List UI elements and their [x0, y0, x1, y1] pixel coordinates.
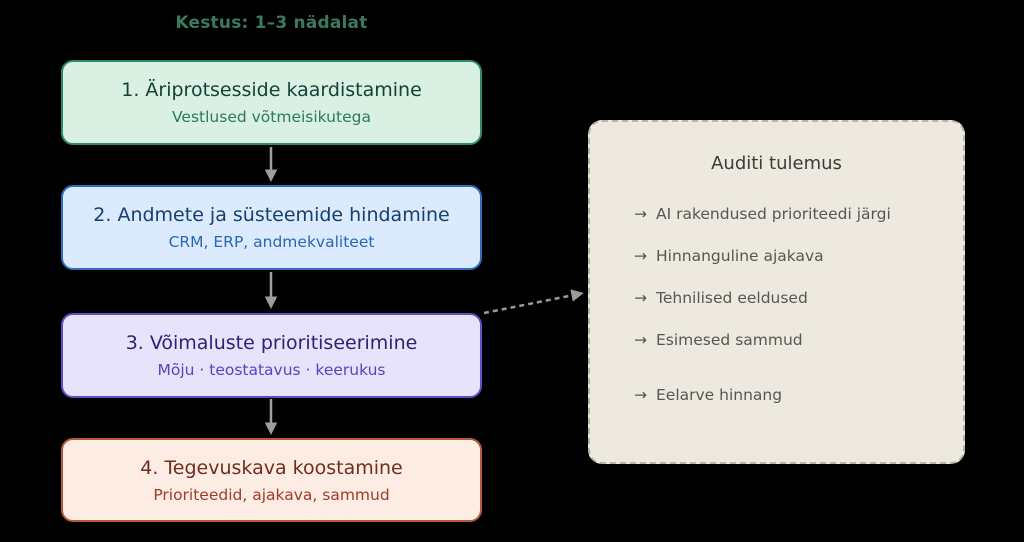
step-action-plan: 4. Tegevuskava koostamine Prioriteedid, … [61, 438, 482, 522]
step-subtitle: Prioriteedid, ajakava, sammud [153, 485, 390, 504]
connector-dashed-arrow [483, 289, 584, 315]
arrow-right-icon: → [634, 247, 647, 265]
step-title: 2. Andmete ja süsteemide hindamine [93, 204, 450, 226]
arrow-right-icon: → [634, 289, 647, 307]
step-business-process-mapping: 1. Äriprotsesside kaardistamine Vestluse… [61, 60, 482, 145]
list-item-label: Esimesed sammud [656, 331, 803, 349]
list-item: → Esimesed sammud [634, 328, 945, 352]
step-title: 4. Tegevuskava koostamine [140, 456, 403, 479]
step-title: 3. Võimaluste prioritiseerimine [125, 332, 418, 354]
list-item-label: AI rakendused prioriteedi järgi [656, 205, 891, 223]
audit-result-panel: Auditi tulemus → AI rakendused prioritee… [588, 120, 965, 464]
arrow-right-icon: → [634, 386, 647, 404]
list-item: → Hinnanguline ajakava [634, 244, 945, 268]
step-opportunity-prioritization: 3. Võimaluste prioritiseerimine Mõju · t… [61, 313, 482, 398]
list-item: → Eelarve hinnang [634, 383, 945, 407]
panel-title: Auditi tulemus [711, 153, 842, 174]
list-item: → Tehnilised eeldused [634, 286, 945, 310]
arrow-right-icon: → [634, 205, 647, 223]
list-item-label: Tehnilised eeldused [656, 289, 808, 307]
panel-list: → AI rakendused prioriteedi järgi → Hinn… [590, 202, 963, 407]
step-subtitle: Mõju · teostatavus · keerukus [157, 361, 386, 379]
duration-label: Kestus: 1–3 nädalat [175, 13, 368, 33]
step-title: 1. Äriprotsesside kaardistamine [121, 79, 422, 101]
list-item: → AI rakendused prioriteedi järgi [634, 202, 945, 226]
list-item-label: Hinnanguline ajakava [656, 247, 824, 265]
list-item-label: Eelarve hinnang [656, 386, 783, 404]
step-subtitle: CRM, ERP, andmekvaliteet [168, 233, 375, 251]
step-data-systems-assessment: 2. Andmete ja süsteemide hindamine CRM, … [61, 185, 482, 270]
step-subtitle: Vestlused võtmeisikutega [172, 108, 371, 126]
arrow-right-icon: → [634, 331, 647, 349]
